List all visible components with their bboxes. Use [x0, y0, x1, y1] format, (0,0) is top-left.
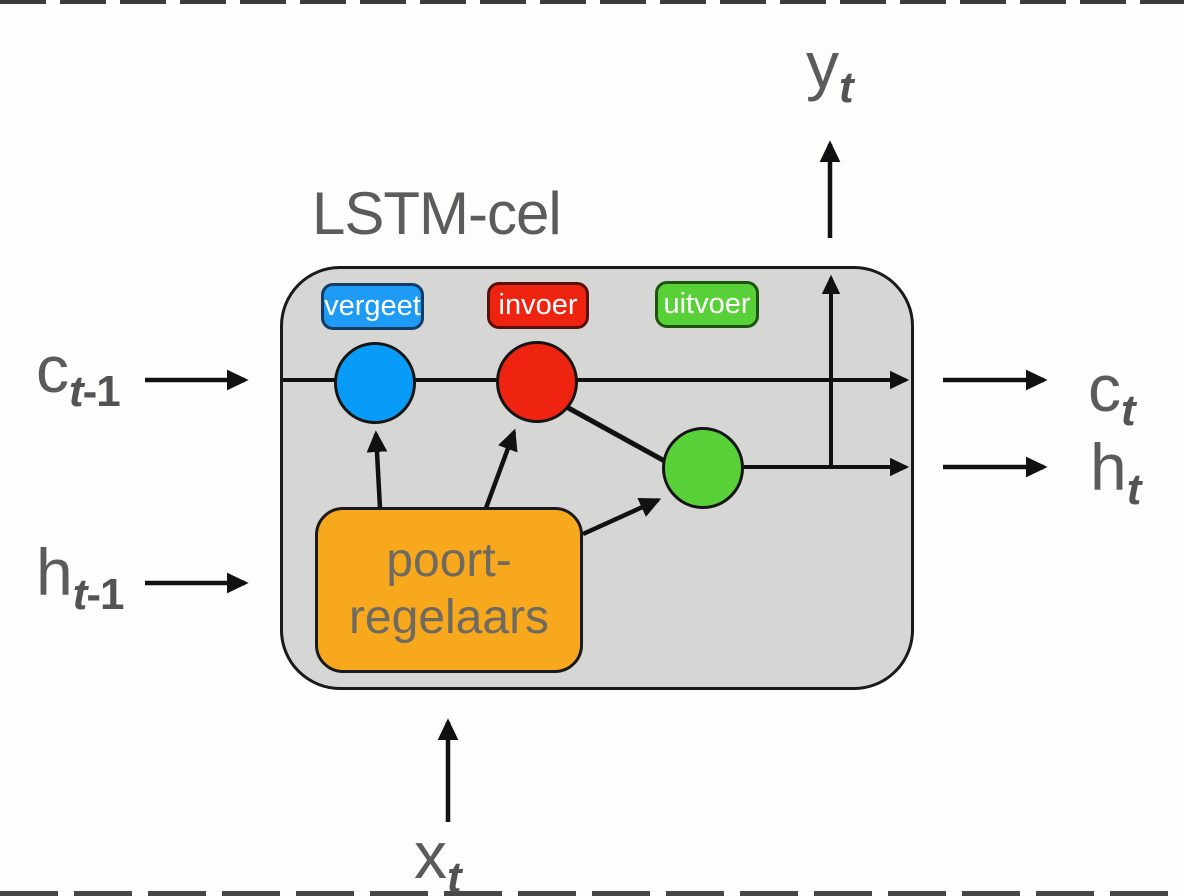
output-gate-badge: uitvoer [655, 281, 759, 328]
c-prev-label: ct-1 [36, 332, 121, 416]
controller-label-line1: poort- [386, 534, 512, 588]
controller-to-input-arrow [483, 428, 518, 509]
c-next-label: ct [1088, 351, 1136, 435]
h-next-label: ht [1090, 430, 1141, 514]
x-input-label: xt [414, 818, 462, 896]
input-gate-label: invoer [498, 289, 578, 321]
forget-gate-label: vergeet [324, 290, 421, 322]
gate-controller-box: poort- regelaars [315, 507, 583, 673]
forget-gate-badge: vergeet [321, 283, 424, 330]
input-to-output-connector [561, 402, 672, 467]
output-gate-node [662, 427, 744, 509]
diagram-title: LSTM-cel [312, 180, 562, 247]
h-prev-label: ht-1 [36, 535, 125, 619]
controller-label-line2: regelaars [348, 591, 550, 644]
forget-gate-node [334, 342, 416, 424]
controller-to-forget-arrow [366, 430, 388, 509]
input-gate-node [496, 341, 578, 423]
controller-to-output-arrow [582, 497, 662, 537]
input-gate-badge: invoer [487, 282, 589, 329]
output-gate-label: uitvoer [663, 288, 751, 320]
y-output-label: yt [806, 28, 854, 112]
